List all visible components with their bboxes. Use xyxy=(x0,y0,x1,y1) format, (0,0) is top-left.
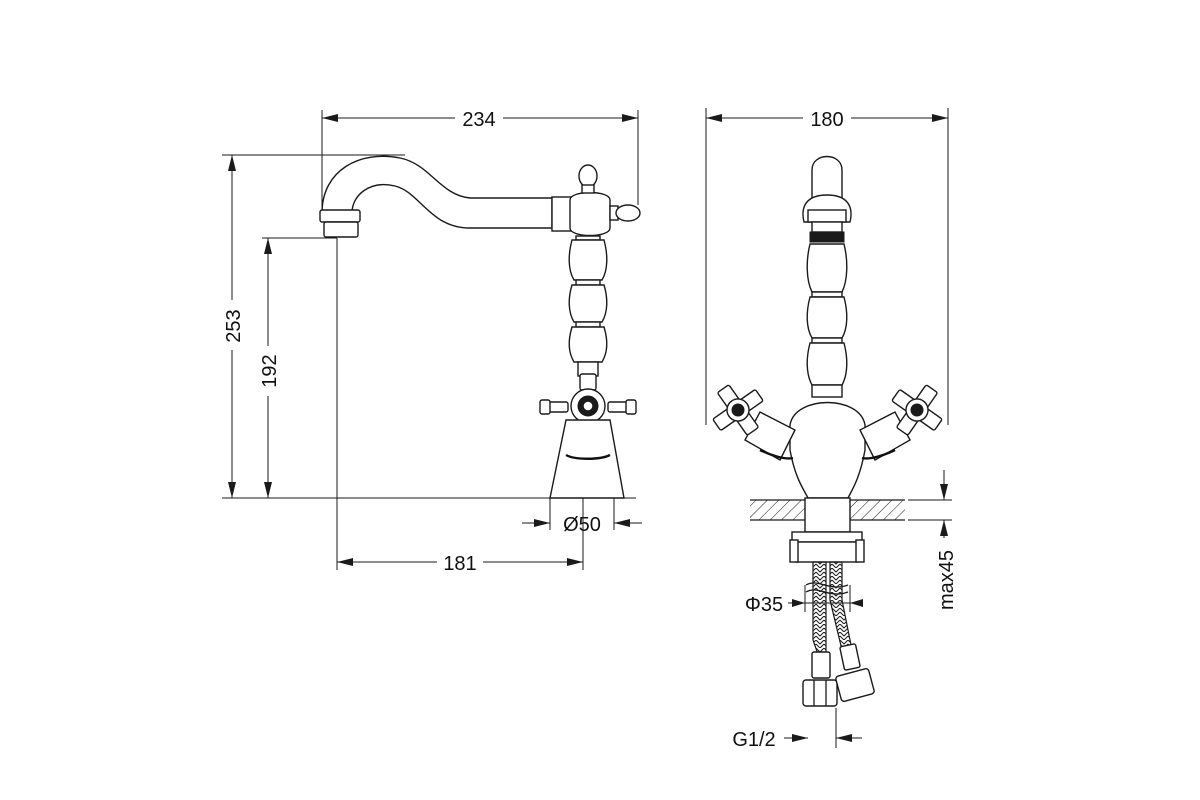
dimension-label-g1-2: G1/2 xyxy=(732,729,775,751)
dimension-label-192: 192 xyxy=(259,354,281,387)
side-view: 234 253 192 181 xyxy=(220,104,642,575)
dimension-base-diameter: Ø50 xyxy=(522,514,642,536)
dimension-handle-span: 180 xyxy=(706,104,948,131)
dimension-label-max45: max45 xyxy=(936,550,958,610)
dimension-label-180: 180 xyxy=(810,109,843,131)
dimension-label-253: 253 xyxy=(223,309,245,342)
dimension-shank-diameter: Φ35 xyxy=(745,594,863,616)
dimension-label-diameter-50: Ø50 xyxy=(563,514,601,536)
front-view: 180 max45 Φ35 G1/2 xyxy=(705,104,958,751)
dimension-total-width: 234 xyxy=(322,104,638,131)
dimension-total-height: 253 xyxy=(220,155,245,498)
dimension-label-234: 234 xyxy=(462,109,495,131)
dimension-spout-reach: 181 xyxy=(337,549,583,575)
front-view-faucet-body xyxy=(712,155,943,707)
dimension-connection-thread: G1/2 xyxy=(732,729,862,751)
dimension-label-181: 181 xyxy=(443,553,476,575)
dimension-max-deck-thickness: max45 xyxy=(936,470,958,610)
dimension-label-phi35: Φ35 xyxy=(745,594,783,616)
side-view-faucet-body xyxy=(319,155,641,499)
dimension-spout-height: 192 xyxy=(256,238,281,498)
